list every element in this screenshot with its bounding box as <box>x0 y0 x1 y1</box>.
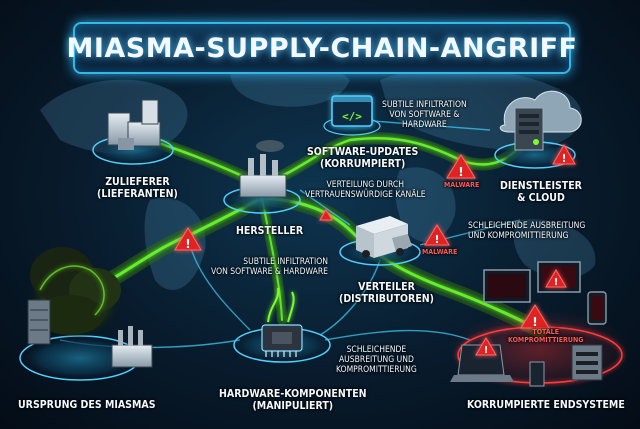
annotation-line: VERTRAUENSWÜRDIGE KANÄLE <box>305 190 426 200</box>
monitor-icon <box>483 261 581 303</box>
supplier-name: ZULIEFERER <box>105 176 170 188</box>
annotation-spread-right: SCHLEICHENDE AUSBREITUNG UND KOMPROMITTI… <box>468 221 585 241</box>
warning-icon <box>319 209 333 221</box>
annotation-line: UND KOMPROMITTIERUNG <box>468 231 569 241</box>
annotation-spread-bottom: SCHLEICHENDE AUSBREITUNG UND KOMPROMITTI… <box>336 345 417 375</box>
annotation-line: SUBTILE INFILTRATION <box>243 257 328 267</box>
supplier-subtitle: (LIEFERANTEN) <box>97 188 178 200</box>
server-cloud-icon <box>499 90 582 151</box>
svg-text:!: ! <box>532 315 537 329</box>
annotation-line: HARDWARE <box>402 120 447 130</box>
hardware-label: HARDWARE-KOMPONENTEN (MANIPULIERT) <box>219 388 367 412</box>
supplier-label: ZULIEFERER (LIEFERANTEN) <box>97 176 178 200</box>
truck-icon <box>356 216 412 258</box>
warning-icons <box>174 144 576 356</box>
warning-icon <box>174 227 202 251</box>
manufacturer-label: HERSTELLER <box>236 225 304 237</box>
origin-label: URSPRUNG DES MIASMAS <box>18 399 156 411</box>
hardware-subtitle: (MANIPULIERT) <box>252 400 334 412</box>
warning-icon <box>520 304 550 329</box>
cloud-name: DIENSTLEISTER <box>500 180 582 192</box>
svg-text:!: ! <box>458 165 463 179</box>
page-title: MIASMA-SUPPLY-CHAIN-ANGRIFF <box>66 32 578 64</box>
server-rack-icon <box>571 344 603 381</box>
total-compromise-badge: TOTALE KOMPROMITTIERUNG <box>508 328 583 344</box>
badge-line: TOTALE <box>532 328 559 336</box>
title-banner: MIASMA-SUPPLY-CHAIN-ANGRIFF <box>67 22 577 74</box>
phone-icon <box>587 291 607 325</box>
annotation-line: VON SOFTWARE & HARDWARE <box>211 267 328 277</box>
malware-badge: MALWARE <box>444 181 480 189</box>
distributor-subtitle: (DISTRIBUTOREN) <box>339 293 435 305</box>
annotation-line: AUSBREITUNG UND <box>338 355 414 365</box>
software-subtitle: (KORRUMPIERT) <box>320 158 406 170</box>
svg-text:!: ! <box>554 277 559 288</box>
annotation-line: VERTEILUNG DURCH <box>326 180 405 190</box>
warning-icon <box>446 154 476 179</box>
malware-badge: MALWARE <box>422 248 458 256</box>
svg-text:!: ! <box>484 345 489 356</box>
software-label: SOFTWARE-UPDATES (KORRUMPIERT) <box>307 146 418 170</box>
factory-icon <box>239 140 287 198</box>
annotation-line: SCHLEICHENDE <box>346 345 407 355</box>
svg-text:</>: </> <box>342 110 362 123</box>
toxic-flow <box>62 119 548 338</box>
annotation-infiltration-mid: SUBTILE INFILTRATION VON SOFTWARE & HARD… <box>211 257 328 277</box>
cloud-subtitle: & CLOUD <box>517 192 565 204</box>
smoke-icon <box>27 247 123 340</box>
annotation-line: SUBTILE INFILTRATION <box>382 100 467 110</box>
distributor-name: VERTEILER <box>358 281 415 293</box>
cloud-label: DIENSTLEISTER & CLOUD <box>500 180 582 204</box>
software-name: SOFTWARE-UPDATES <box>307 146 419 158</box>
factory-icon <box>107 99 161 150</box>
svg-text:!: ! <box>561 152 566 165</box>
warning-icon <box>424 224 450 246</box>
svg-text:!: ! <box>185 237 190 251</box>
annotation-trusted-channels: VERTEILUNG DURCH VERTRAUENSWÜRDIGE KANÄL… <box>305 180 426 200</box>
chip-icon <box>261 287 303 357</box>
badge-line: KOMPROMITTIERUNG <box>508 336 584 344</box>
server-rack-icon <box>27 299 51 345</box>
code-window-icon: </> <box>331 95 373 127</box>
annotation-line: KOMPROMITTIERUNG <box>336 365 417 375</box>
warning-icon <box>552 144 576 165</box>
distributor-label: VERTEILER (DISTRIBUTOREN) <box>339 281 434 305</box>
factory-icon <box>111 326 153 368</box>
endpoints-label: KORRUMPIERTE ENDSYSTEME <box>467 399 625 411</box>
hardware-name: HARDWARE-KOMPONENTEN <box>219 388 367 400</box>
warning-icon <box>545 269 567 288</box>
svg-text:!: ! <box>434 233 439 246</box>
annotation-infiltration-top: SUBTILE INFILTRATION VON SOFTWARE & HARD… <box>382 100 467 130</box>
warning-icon <box>475 337 497 356</box>
annotation-line: VON SOFTWARE & <box>389 110 460 120</box>
annotation-line: SCHLEICHENDE AUSBREITUNG <box>468 221 586 231</box>
